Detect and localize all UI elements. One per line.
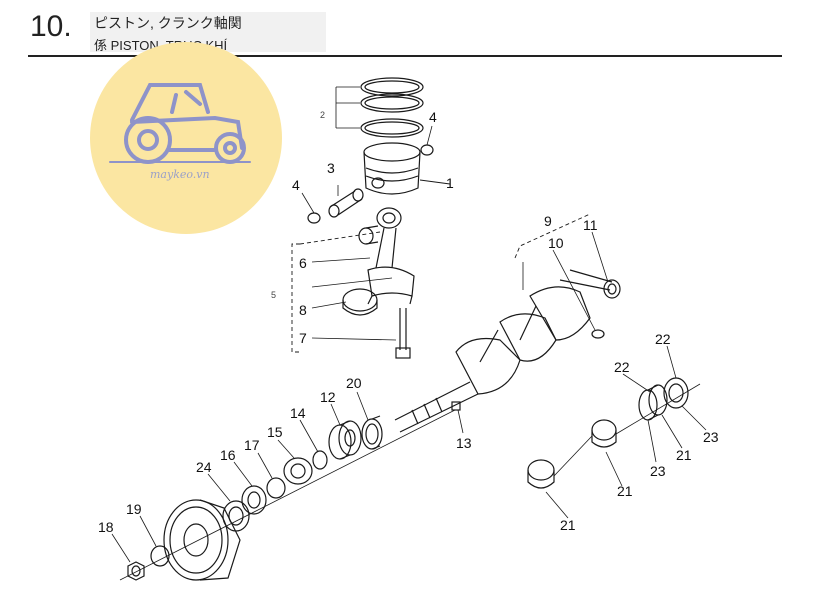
tractor-icon bbox=[109, 83, 251, 164]
callout-1: 1 bbox=[446, 175, 454, 191]
watermark-text: maykeo.vn bbox=[150, 168, 210, 181]
callout-5: 5 bbox=[271, 290, 276, 300]
small-end-bushing bbox=[358, 225, 379, 245]
callout-labels: 1 2 3 4 4 5 6 7 8 9 10 11 12 13 14 15 16… bbox=[98, 109, 719, 535]
callout-16: 16 bbox=[220, 447, 236, 463]
callout-12: 12 bbox=[320, 389, 336, 405]
callout-3: 3 bbox=[327, 160, 335, 176]
crank-pulley bbox=[163, 499, 241, 581]
parts-drawing bbox=[111, 77, 707, 581]
header-rule bbox=[28, 55, 782, 57]
callout-8: 8 bbox=[299, 302, 307, 318]
rod-bolt bbox=[395, 308, 411, 359]
main-bearing-21b bbox=[591, 419, 617, 448]
callout-9: 9 bbox=[544, 213, 552, 229]
callout-4-upper: 4 bbox=[429, 109, 437, 125]
callout-17: 17 bbox=[244, 437, 260, 453]
piston-pin bbox=[328, 185, 364, 218]
callout-22-b: 22 bbox=[655, 331, 671, 347]
callout-7: 7 bbox=[299, 330, 307, 346]
callout-20: 20 bbox=[346, 375, 362, 391]
woodruff-key bbox=[451, 401, 461, 411]
piston-rings bbox=[335, 77, 424, 138]
oil-seal-24 bbox=[222, 500, 250, 532]
callout-21-c: 21 bbox=[676, 447, 692, 463]
callout-21-a: 21 bbox=[560, 517, 576, 533]
callout-6: 6 bbox=[299, 255, 307, 271]
callout-4-lower: 4 bbox=[292, 177, 300, 193]
thrust-bearing-22 bbox=[638, 384, 668, 421]
callout-10: 10 bbox=[548, 235, 564, 251]
crankshaft bbox=[394, 269, 613, 433]
rod-bearing bbox=[342, 288, 378, 316]
callout-19: 19 bbox=[126, 501, 142, 517]
callout-11: 11 bbox=[583, 217, 598, 233]
callout-13: 13 bbox=[456, 435, 472, 451]
assembly-axis-front bbox=[119, 409, 456, 581]
group-bracket-9 bbox=[514, 213, 591, 259]
leader-lines bbox=[111, 231, 707, 563]
assembly-axis-rear bbox=[553, 435, 593, 477]
collar-16 bbox=[241, 485, 267, 515]
seal-ring-14 bbox=[312, 450, 328, 470]
watermark-logo: maykeo.vn bbox=[90, 42, 282, 234]
crank-gear-12 bbox=[328, 420, 362, 460]
snap-ring-left bbox=[307, 212, 321, 224]
callout-15: 15 bbox=[267, 424, 283, 440]
section-title-japanese: ピストン, クランク軸関 bbox=[94, 15, 242, 31]
main-bearing-21a bbox=[527, 459, 555, 489]
section-number: 10. bbox=[30, 10, 72, 43]
piston bbox=[363, 142, 451, 195]
washer-19 bbox=[150, 545, 170, 567]
bearing-20 bbox=[361, 415, 383, 450]
callout-2: 2 bbox=[320, 110, 325, 120]
thrust-washer-15 bbox=[283, 457, 313, 485]
connecting-rod bbox=[367, 207, 415, 305]
watermark-circle bbox=[90, 42, 282, 234]
snap-ring-right bbox=[420, 144, 434, 156]
crankshaft-gear-11 bbox=[603, 279, 621, 299]
washer-17 bbox=[266, 477, 286, 499]
callout-23-a: 23 bbox=[650, 463, 666, 479]
callout-23-b: 23 bbox=[703, 429, 719, 445]
callout-14: 14 bbox=[290, 405, 306, 421]
group-bracket-5 bbox=[291, 243, 300, 353]
callout-24: 24 bbox=[196, 459, 212, 475]
callout-22-a: 22 bbox=[614, 359, 630, 375]
crank-nut-18 bbox=[127, 561, 145, 581]
callout-18: 18 bbox=[98, 519, 114, 535]
callout-21-b: 21 bbox=[617, 483, 633, 499]
